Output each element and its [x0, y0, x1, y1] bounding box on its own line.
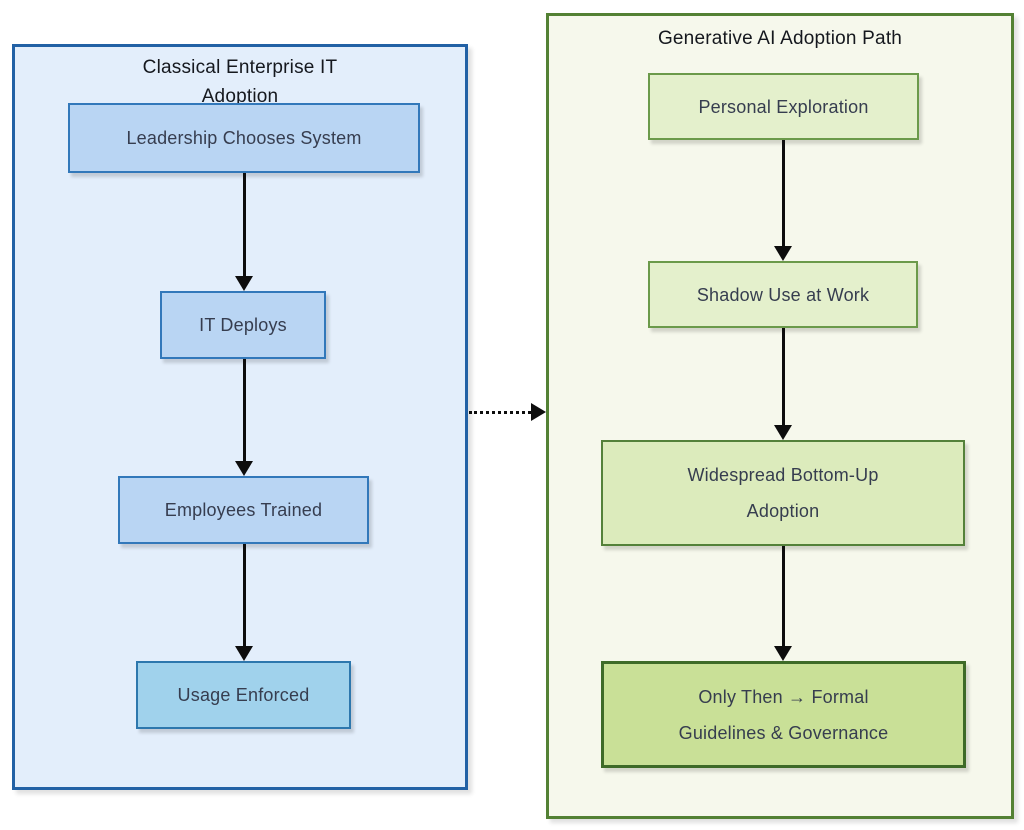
flow-arrow-down	[774, 140, 792, 261]
node-label: Usage Enforced	[177, 685, 310, 705]
flow-arrow-down	[235, 544, 253, 661]
panel-title-genai: Generative AI Adoption Path	[657, 28, 903, 49]
node-label: Personal Exploration	[698, 96, 869, 117]
arrow-shaft	[242, 359, 246, 461]
dotted-line	[469, 410, 531, 414]
transition-dotted-arrow	[469, 403, 546, 421]
arrow-head-icon	[235, 646, 253, 661]
node-widespread-bottom-up-adoption: Widespread Bottom-Up Adoption	[601, 440, 965, 546]
flow-arrow-down	[235, 173, 253, 291]
node-label: Only Then → Formal Guidelines & Governan…	[678, 686, 889, 743]
node-usage-enforced: Usage Enforced	[136, 661, 351, 729]
arrow-head-icon	[531, 403, 546, 421]
arrow-head-icon	[774, 246, 792, 261]
panel-generative-ai: Generative AI Adoption Path Personal Exp…	[546, 13, 1014, 819]
arrow-shaft	[781, 328, 785, 425]
arrow-shaft	[781, 140, 785, 246]
flow-arrow-down	[774, 546, 792, 661]
node-label: Leadership Chooses System	[126, 128, 362, 148]
node-formal-guidelines-governance: Only Then → Formal Guidelines & Governan…	[601, 661, 966, 768]
panel-classical-enterprise-it: Classical Enterprise IT Adoption Leaders…	[12, 44, 468, 790]
arrow-shaft	[242, 173, 246, 276]
flow-arrow-down	[774, 328, 792, 440]
node-label: Employees Trained	[164, 500, 323, 520]
node-leadership-chooses-system: Leadership Chooses System	[68, 103, 420, 173]
arrow-head-icon	[774, 425, 792, 440]
node-employees-trained: Employees Trained	[118, 476, 369, 544]
arrow-shaft	[781, 546, 785, 646]
node-it-deploys: IT Deploys	[160, 291, 326, 359]
node-shadow-use-at-work: Shadow Use at Work	[648, 261, 918, 328]
arrow-head-icon	[774, 646, 792, 661]
node-label: Widespread Bottom-Up Adoption	[687, 465, 879, 521]
node-label: IT Deploys	[199, 315, 287, 335]
node-label: Shadow Use at Work	[696, 284, 870, 305]
node-personal-exploration: Personal Exploration	[648, 73, 919, 140]
flow-arrow-down	[235, 359, 253, 476]
arrow-shaft	[242, 544, 246, 646]
panel-title-classical: Classical Enterprise IT Adoption	[142, 57, 338, 108]
arrow-head-icon	[235, 276, 253, 291]
arrow-head-icon	[235, 461, 253, 476]
